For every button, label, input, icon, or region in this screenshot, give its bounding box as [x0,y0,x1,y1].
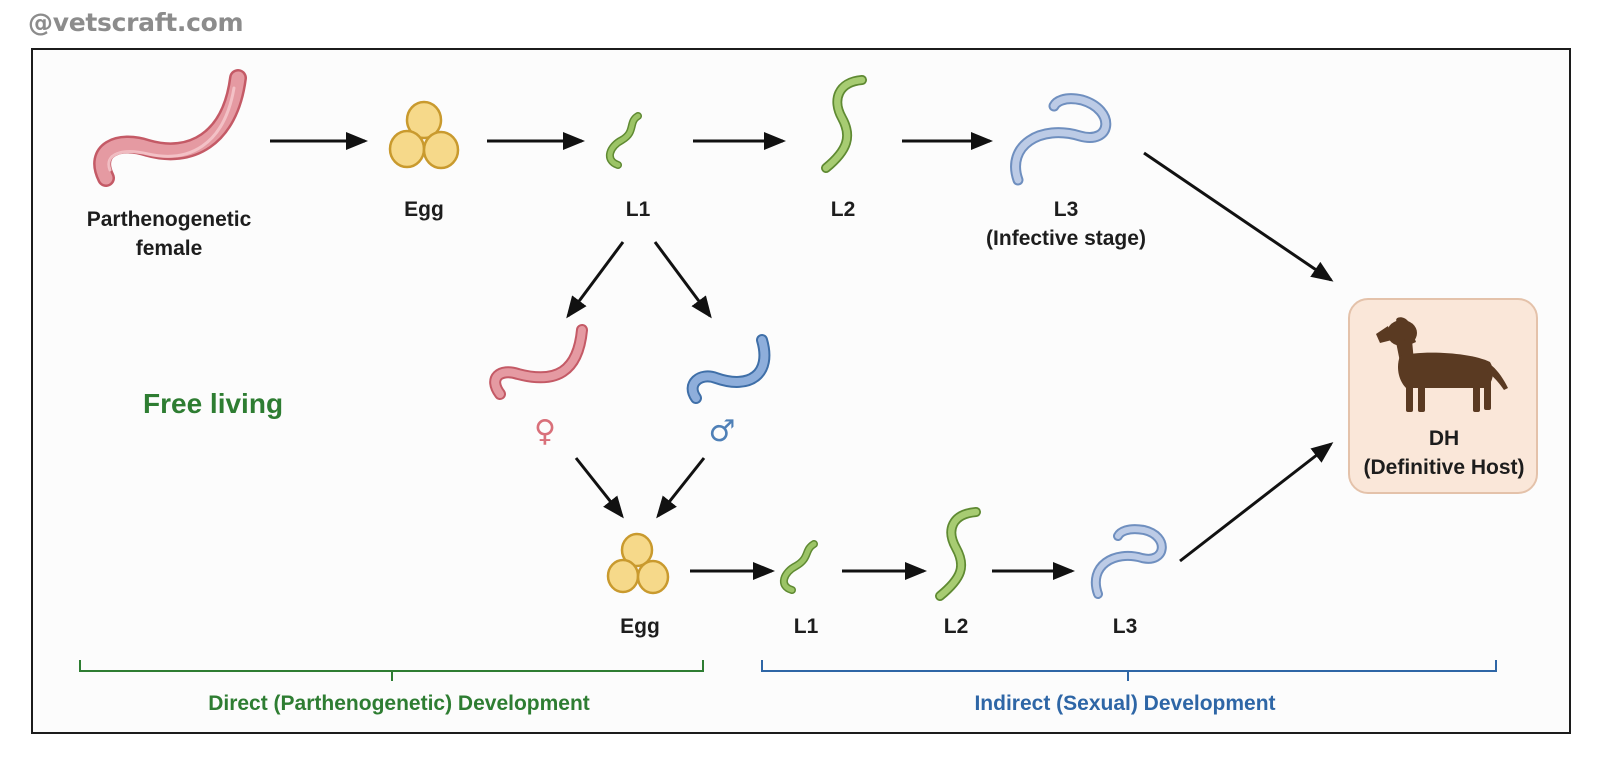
free-living-male-worm-icon [686,334,771,404]
label-line: female [135,237,203,260]
dog-icon [1376,317,1508,412]
label-line: (Definitive Host) [1363,456,1525,479]
bottom-l2-larva-icon [935,507,981,601]
label-line: (Infective stage) [986,227,1146,250]
bottom-l3-label: L3 [1112,615,1138,638]
direct-development-bracket-icon [79,660,704,681]
top-l1-label: L1 [625,198,651,221]
indirect-development-bracket-icon [761,660,1497,681]
bottom-egg-label: Egg [620,615,660,638]
top-l2-larva-icon [821,75,867,173]
female-symbol: ♀ [534,414,556,449]
arrow-icon [574,457,624,519]
arrow-icon [653,241,712,319]
label-line: L3 [1053,198,1079,221]
definitive-host-box [1348,298,1538,494]
label-line: Parthenogenetic [86,208,252,231]
top-egg-label: Egg [404,198,444,221]
label-line: DH [1428,427,1460,450]
top-egg-cluster-icon [388,100,460,170]
free-living-label: Free living [143,388,284,419]
direct-development-label: Direct (Parthenogenetic) Development [208,692,590,715]
top-row-arrows [270,132,1334,282]
free-living-female-worm-icon [489,324,588,400]
bottom-l2-label: L2 [943,615,969,638]
top-l3-label: L3 (Infective stage) [986,195,1146,253]
top-l2-label: L2 [830,198,856,221]
arrow-icon [656,457,706,519]
indirect-development-label: Indirect (Sexual) Development [974,692,1276,715]
arrow-icon [1143,151,1334,282]
watermark: @vetscraft.com [28,8,244,37]
top-l1-larva-icon [605,112,642,169]
bottom-egg-cluster-icon [606,532,670,595]
definitive-host-label: DH (Definitive Host) [1363,424,1524,482]
bottom-l1-larva-icon [779,540,818,594]
bottom-l1-label: L1 [793,615,819,638]
bottom-l3-larva-icon [1091,524,1167,599]
arrow-icon [566,241,625,319]
arrow-icon [1179,442,1334,563]
bottom-row-arrows [690,442,1334,580]
parthenogenetic-female-label: Parthenogenetic female [87,205,252,263]
top-l3-larva-icon [1010,93,1112,186]
male-symbol: ♂ [708,414,736,449]
free-living-arrows [566,241,712,519]
diagram-frame [31,48,1571,734]
parthenogenetic-female-worm-icon [93,69,247,187]
